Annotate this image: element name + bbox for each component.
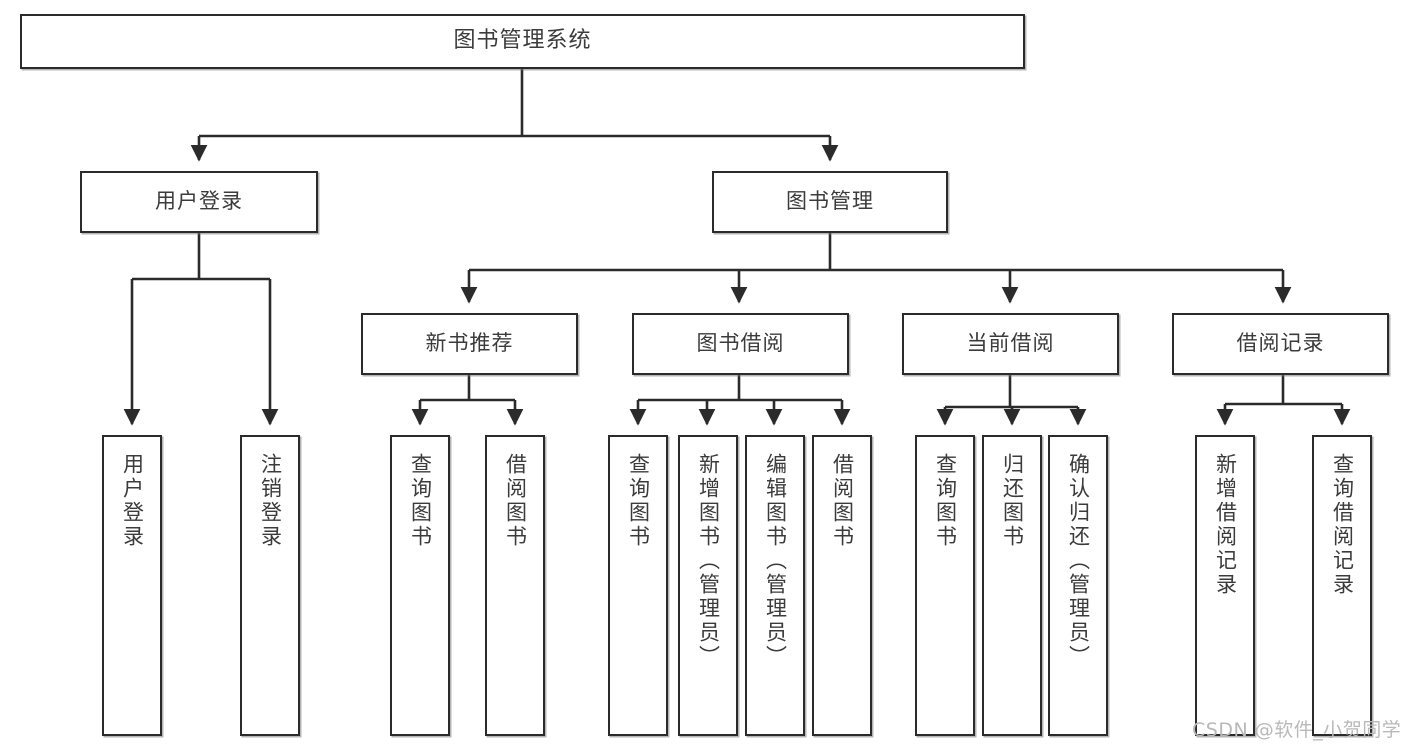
node-leaf-borrow-book-1[interactable]: 借阅图书 — [485, 435, 545, 736]
node-leaf-logout[interactable]: 注销登录 — [240, 435, 300, 736]
node-leaf-query-record-label: 查询借阅记录 — [1330, 453, 1355, 597]
node-new-book-rec-label: 新书推荐 — [425, 331, 514, 356]
node-leaf-return-book[interactable]: 归还图书 — [982, 435, 1042, 736]
node-leaf-query-book-3[interactable]: 查询图书 — [915, 435, 975, 736]
node-leaf-edit-book-label: 编辑图书（管理员） — [763, 453, 788, 669]
node-leaf-return-book-label: 归还图书 — [1000, 453, 1025, 549]
node-root-label: 图书管理系统 — [453, 28, 592, 54]
node-leaf-confirm-return-label: 确认归还（管理员） — [1066, 453, 1091, 669]
node-leaf-user-login-label: 用户登录 — [120, 453, 145, 549]
node-leaf-query-book-2[interactable]: 查询图书 — [608, 435, 668, 736]
node-root[interactable]: 图书管理系统 — [20, 14, 1025, 69]
node-leaf-edit-book[interactable]: 编辑图书（管理员） — [745, 435, 805, 736]
node-leaf-query-book-1-label: 查询图书 — [408, 453, 433, 549]
node-book-manage[interactable]: 图书管理 — [712, 171, 948, 233]
node-new-book-rec[interactable]: 新书推荐 — [361, 313, 578, 375]
node-current-borrow-label: 当前借阅 — [966, 331, 1055, 356]
node-user-login[interactable]: 用户登录 — [80, 171, 318, 233]
node-book-borrow-label: 图书借阅 — [696, 331, 785, 356]
node-leaf-query-record[interactable]: 查询借阅记录 — [1312, 435, 1372, 736]
node-leaf-borrow-book-1-label: 借阅图书 — [503, 453, 528, 549]
node-leaf-confirm-return[interactable]: 确认归还（管理员） — [1048, 435, 1108, 736]
node-leaf-add-book[interactable]: 新增图书（管理员） — [678, 435, 738, 736]
node-leaf-add-record[interactable]: 新增借阅记录 — [1195, 435, 1255, 736]
node-book-manage-label: 图书管理 — [786, 189, 874, 214]
node-leaf-logout-label: 注销登录 — [258, 453, 283, 549]
node-leaf-query-book-3-label: 查询图书 — [933, 453, 958, 549]
node-leaf-user-login[interactable]: 用户登录 — [102, 435, 162, 736]
node-user-login-label: 用户登录 — [155, 189, 243, 214]
node-leaf-add-record-label: 新增借阅记录 — [1213, 453, 1238, 597]
node-leaf-query-book-2-label: 查询图书 — [626, 453, 651, 549]
node-book-borrow[interactable]: 图书借阅 — [632, 313, 849, 375]
node-borrow-record-label: 借阅记录 — [1236, 331, 1325, 356]
node-borrow-record[interactable]: 借阅记录 — [1172, 313, 1389, 375]
node-leaf-borrow-book-2-label: 借阅图书 — [830, 453, 855, 549]
node-current-borrow[interactable]: 当前借阅 — [902, 313, 1119, 375]
node-leaf-borrow-book-2[interactable]: 借阅图书 — [812, 435, 872, 736]
node-leaf-query-book-1[interactable]: 查询图书 — [390, 435, 450, 736]
node-leaf-add-book-label: 新增图书（管理员） — [696, 453, 721, 669]
